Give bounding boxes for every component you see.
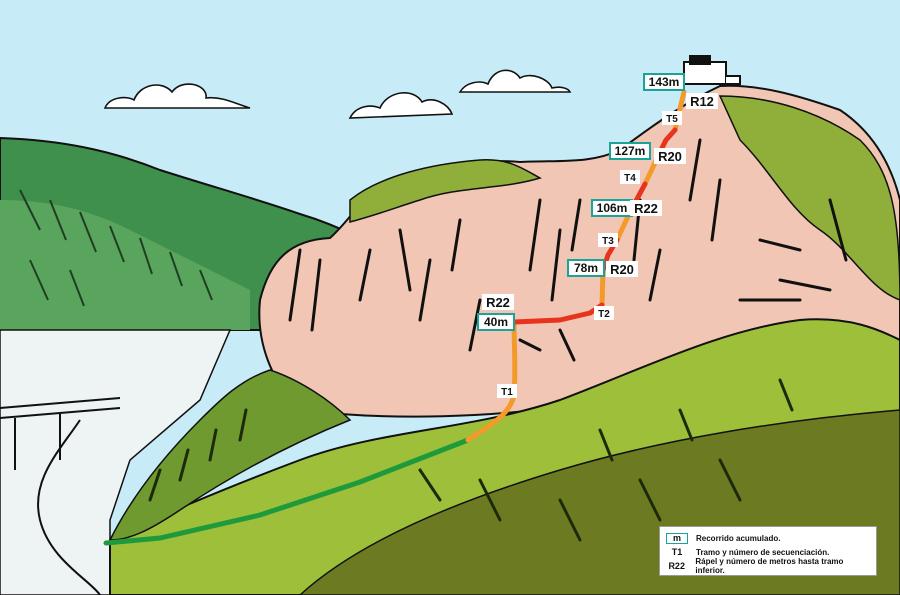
distance-label-143m: 143m bbox=[643, 73, 685, 91]
segment-text: T1 bbox=[501, 387, 513, 398]
segment-label-t3: T3 bbox=[598, 233, 618, 247]
legend-key: T1 bbox=[671, 547, 683, 557]
rappel-label-r22-lower: R22 bbox=[482, 294, 514, 310]
approach-path bbox=[103, 437, 471, 546]
segment-label-t2: T2 bbox=[594, 306, 614, 320]
segment-text: T5 bbox=[666, 114, 678, 125]
segment-label-t4: T4 bbox=[620, 170, 640, 184]
rappel-text: R12 bbox=[690, 94, 714, 109]
mountain-hatching bbox=[19, 189, 213, 307]
legend-item-segment: T1 Tramo y número de secuenciación. bbox=[666, 545, 870, 559]
distance-label-106m: 106m bbox=[591, 199, 633, 217]
distance-text: 40m bbox=[484, 315, 508, 329]
legend-key: R22 bbox=[668, 561, 685, 571]
segment-text: T2 bbox=[598, 309, 610, 320]
clouds bbox=[103, 69, 572, 119]
segment-text: T4 bbox=[624, 173, 636, 184]
rappel-text: R20 bbox=[658, 149, 682, 164]
castle bbox=[683, 55, 741, 85]
rappel-labels: R22 R20 R22 R20 R12 bbox=[482, 93, 718, 310]
rappel-text: R20 bbox=[610, 262, 634, 277]
rappel-text: R22 bbox=[634, 201, 658, 216]
distance-text: 143m bbox=[649, 75, 680, 89]
distance-label-40m: 40m bbox=[477, 313, 515, 331]
cliff-top-vegetation bbox=[349, 159, 542, 223]
forest-hatching bbox=[148, 378, 794, 542]
segment-text: T3 bbox=[602, 236, 614, 247]
segment-label-t5: T5 bbox=[662, 111, 682, 125]
legend-text: Recorrido acumulado. bbox=[696, 533, 781, 543]
legend-item-distance: m Recorrido acumulado. bbox=[666, 531, 870, 545]
distance-text: 78m bbox=[574, 261, 598, 275]
legend-text: Tramo y número de secuenciación. bbox=[696, 547, 830, 557]
left-forest bbox=[108, 369, 352, 541]
rappel-label-r20-upper: R20 bbox=[654, 148, 686, 164]
legend-key: m bbox=[666, 532, 688, 544]
rappel-label-r20-lower: R20 bbox=[606, 261, 638, 277]
bridge bbox=[0, 397, 121, 470]
segment-labels: T1 T2 T3 T4 T5 bbox=[497, 111, 682, 398]
distance-text: 106m bbox=[597, 201, 628, 215]
rappel-label-r22-upper: R22 bbox=[630, 200, 662, 216]
segment-label-t1: T1 bbox=[497, 384, 517, 398]
valley bbox=[0, 329, 232, 595]
distance-label-127m: 127m bbox=[609, 142, 651, 160]
distance-labels: 40m 78m 106m 127m 143m bbox=[477, 73, 685, 331]
distance-label-78m: 78m bbox=[567, 259, 605, 277]
rappel-text: R22 bbox=[486, 295, 510, 310]
legend: m Recorrido acumulado. T1 Tramo y número… bbox=[659, 526, 877, 576]
cliff-hatching bbox=[288, 138, 848, 362]
distance-text: 127m bbox=[615, 144, 646, 158]
legend-text: Rápel y número de metros hasta tramo inf… bbox=[695, 557, 844, 575]
legend-item-rappel: R22 Rápel y número de metros hasta tramo… bbox=[666, 557, 870, 575]
rappel-label-r12: R12 bbox=[686, 93, 718, 109]
